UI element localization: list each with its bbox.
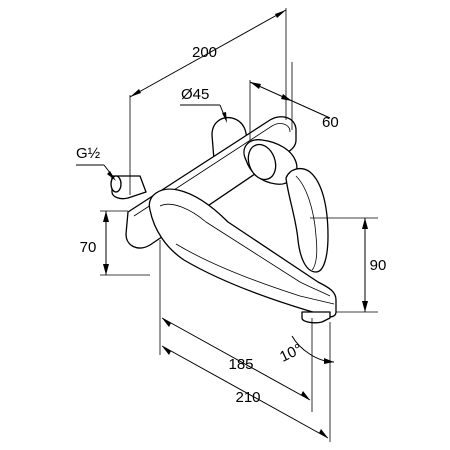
faucet-body xyxy=(110,116,337,324)
dim-flange-diameter xyxy=(180,104,227,123)
dim-spout-angle xyxy=(291,335,335,364)
spout-side-edge xyxy=(175,243,335,305)
dim-depth-60-label: 60 xyxy=(322,114,339,131)
lever-handle-edge xyxy=(295,175,318,271)
dim-width-200 xyxy=(129,8,287,195)
dim-spout-height-90 xyxy=(310,217,378,313)
dim-spout-reach-185-label: 185 xyxy=(228,356,253,373)
lever-hub-face xyxy=(247,143,277,181)
dim-overall-reach-210-label: 210 xyxy=(235,389,260,406)
lever-handle xyxy=(285,167,329,273)
dim-thread-label: G½ xyxy=(76,145,101,162)
dim-depth-60 xyxy=(249,62,331,140)
dim-spout-angle-label: 10° xyxy=(277,341,305,366)
thread-pipe-end xyxy=(110,175,122,193)
spout-top-edge xyxy=(159,203,331,297)
dim-flange-diameter-label: Ø45 xyxy=(181,86,209,103)
dim-width-200-label: 200 xyxy=(192,44,217,61)
spout xyxy=(148,188,337,318)
dim-thread xyxy=(76,164,116,181)
dim-spout-reach-185 xyxy=(159,240,313,412)
dim-wall-height-70-label: 70 xyxy=(80,239,97,256)
aerator xyxy=(301,311,331,324)
dim-overall-reach-210 xyxy=(159,322,331,442)
dim-wall-height-70 xyxy=(100,210,150,276)
cover-plate-edge xyxy=(133,123,291,217)
dim-spout-height-90-label: 90 xyxy=(370,257,387,274)
